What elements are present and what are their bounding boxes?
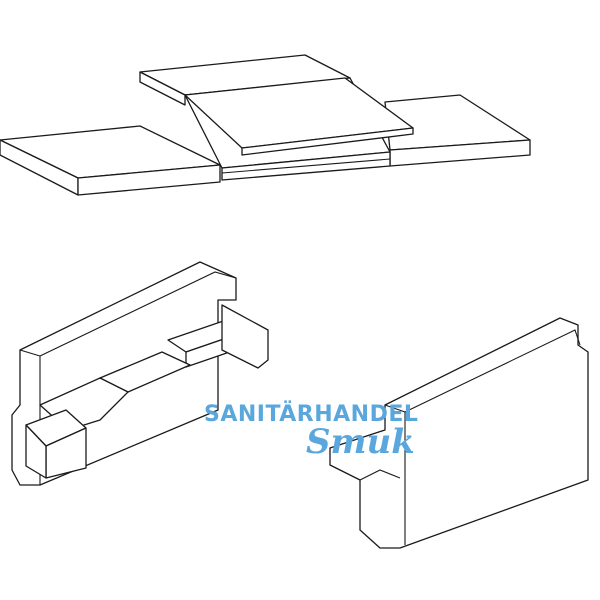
watermark-script: Smuk	[306, 422, 415, 462]
watermark-text: SANITÄRHANDEL	[204, 402, 419, 427]
end-cap-left	[11, 261, 269, 486]
end-cap-right	[329, 317, 589, 549]
assembled-end-caps	[0, 54, 531, 196]
